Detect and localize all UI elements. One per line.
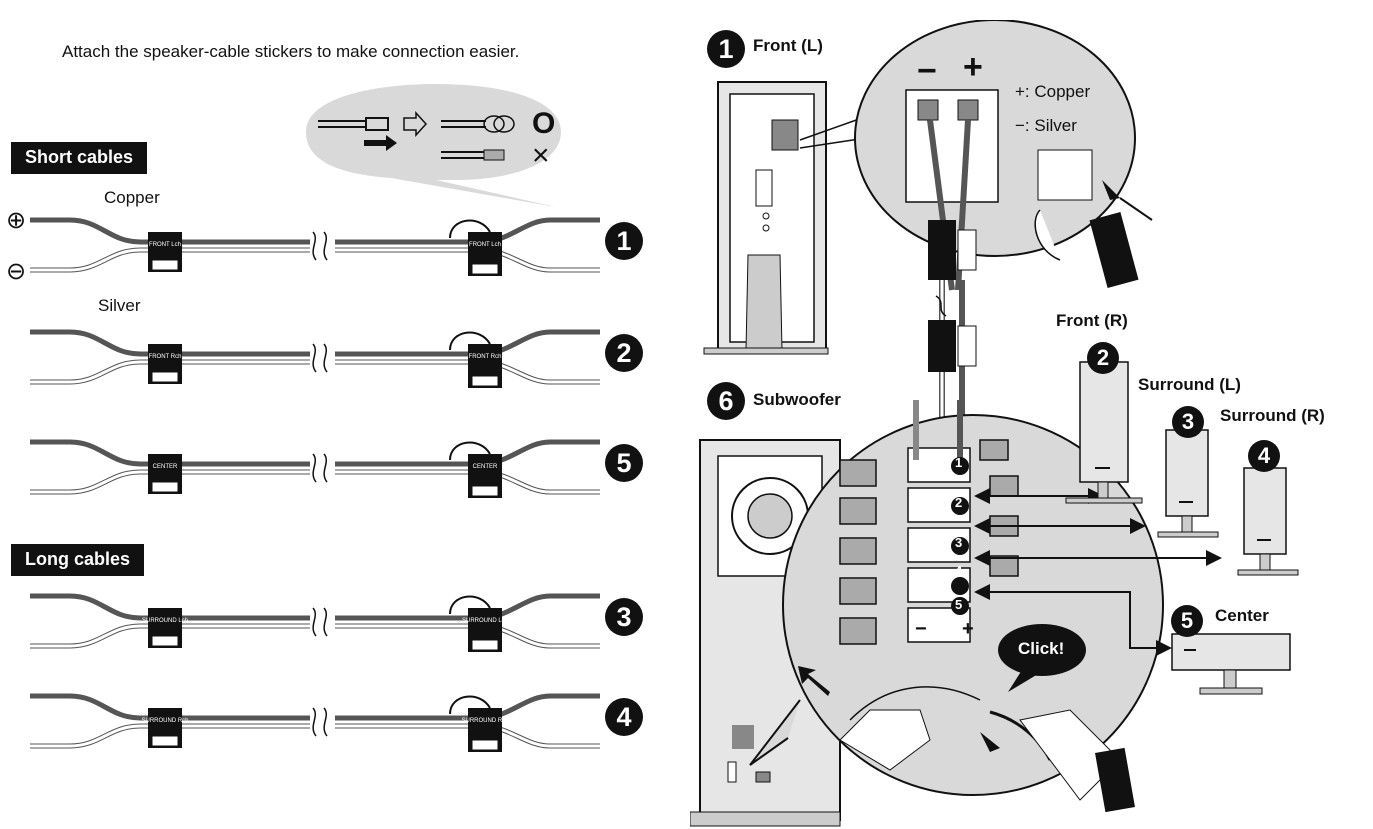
subwoofer-label: Subwoofer <box>753 390 841 409</box>
terminal-5-number: 5 <box>955 597 963 612</box>
sticker-text-left: FRONT Lch <box>149 242 181 248</box>
ok-mark: O <box>532 107 556 140</box>
surround-l-number: 3 <box>1172 406 1204 438</box>
surround-r-number: 4 <box>1248 440 1280 472</box>
sticker-text-left: CENTER <box>153 464 178 470</box>
sticker-text-right: SURROUND Rch <box>461 718 508 724</box>
terminal-2-number: 2 <box>955 495 963 510</box>
cable-number-2: 2 <box>605 334 643 372</box>
cable-row-5: CENTER CENTER <box>30 439 600 498</box>
center-number: 5 <box>1171 605 1203 637</box>
plus-sign: + <box>963 48 983 86</box>
click-label: Click! <box>1018 639 1065 658</box>
cable-row-4: SURROUND Rch SURROUND Rch <box>30 693 600 752</box>
cable-number-4: 4 <box>605 698 643 736</box>
sticker-text-left: SURROUND Lch <box>142 618 188 624</box>
strip-hint-bubble <box>306 84 561 207</box>
minus-sign: − <box>917 52 937 90</box>
terminal-1-number: 1 <box>955 455 963 470</box>
sticker-text-right: FRONT Rch <box>469 354 502 360</box>
plus-terminal-icon: ⊕ <box>6 207 27 234</box>
sticker-text-right: CENTER <box>473 464 498 470</box>
front-l-number: 1 <box>707 30 745 68</box>
cable-number-3: 3 <box>605 598 643 636</box>
long-cables-badge: Long cables <box>11 544 145 576</box>
terminal-minus-sign: − <box>915 618 927 640</box>
silver-label: Silver <box>98 296 141 315</box>
center-label: Center <box>1215 606 1269 625</box>
front-r-number: 2 <box>1087 342 1119 374</box>
plus-copper-legend: +: Copper <box>1015 82 1091 101</box>
terminal-4-number: 4 <box>955 563 963 578</box>
sticker-text-right: FRONT Lch <box>469 242 501 248</box>
cable-row-3: SURROUND Lch SURROUND Lch <box>30 593 600 652</box>
sticker-text-left: SURROUND Rch <box>141 718 188 724</box>
front-l-label: Front (L) <box>753 36 823 55</box>
front-r-label: Front (R) <box>1056 311 1128 330</box>
cable-number-1: 1 <box>605 222 643 260</box>
sticker-text-left: FRONT Rch <box>149 354 182 360</box>
terminal-3-number: 3 <box>955 535 963 550</box>
minus-silver-legend: −: Silver <box>1015 116 1077 135</box>
surround-l-label: Surround (L) <box>1138 375 1241 394</box>
copper-label: Copper <box>104 188 160 207</box>
cable-row-2: FRONT Rch FRONT Rch <box>30 329 600 388</box>
instruction-text: Attach the speaker-cable stickers to mak… <box>62 42 520 61</box>
surround-r-label: Surround (R) <box>1220 406 1325 425</box>
short-cables-badge: Short cables <box>11 142 148 174</box>
cable-number-5: 5 <box>605 444 643 482</box>
terminal-plus-sign: + <box>962 618 974 640</box>
sticker-text-right: SURROUND Lch <box>462 618 508 624</box>
cable-row-1: FRONT Lch FRONT Lch <box>30 217 600 276</box>
subwoofer-number: 6 <box>707 382 745 420</box>
minus-terminal-icon: ⊖ <box>6 258 27 285</box>
ng-mark: × <box>532 139 550 172</box>
connection-diagram <box>690 20 1299 827</box>
